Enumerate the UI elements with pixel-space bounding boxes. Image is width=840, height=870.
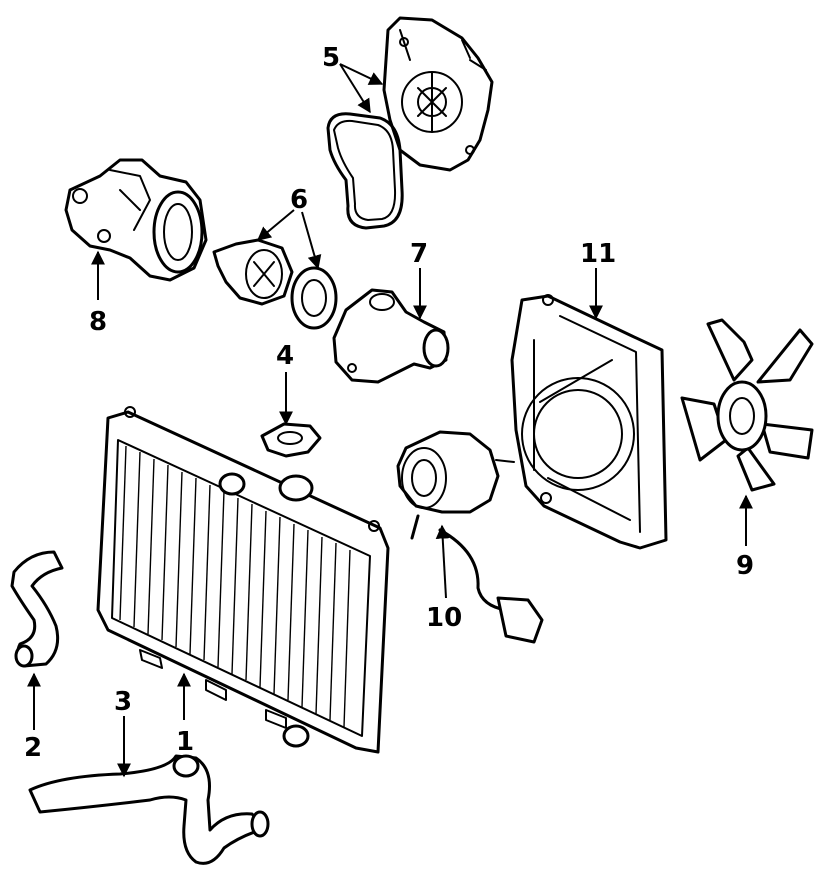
callout-8: 8	[89, 307, 107, 337]
thermostat	[212, 238, 294, 306]
callout-2: 2	[24, 733, 42, 763]
callout-3: 3	[114, 687, 132, 717]
leader-4: 4	[276, 341, 294, 426]
leader-7: 7	[410, 239, 428, 320]
leader-8: 8	[89, 250, 107, 337]
leader-6: 6	[256, 185, 322, 270]
callout-4: 4	[276, 341, 294, 371]
fan-motor	[396, 430, 544, 644]
callout-9: 9	[736, 551, 754, 581]
radiator	[96, 406, 390, 754]
leader-5: 5	[322, 43, 384, 114]
water-outlet	[332, 288, 450, 384]
leader-1: 1	[176, 672, 194, 757]
leader-11: 11	[580, 239, 616, 320]
callout-6: 6	[290, 185, 308, 215]
callout-10: 10	[426, 603, 462, 633]
lower-radiator-hose	[28, 754, 270, 865]
fan-shroud	[510, 294, 668, 550]
upper-radiator-hose	[10, 550, 64, 668]
water-pump	[382, 16, 494, 172]
water-pump-gasket	[326, 112, 404, 230]
callout-1: 1	[176, 727, 194, 757]
leader-2: 2	[24, 672, 42, 763]
callout-7: 7	[410, 239, 428, 269]
cooling-fan-blade	[680, 318, 814, 492]
callout-5: 5	[322, 43, 340, 73]
callout-11: 11	[580, 239, 616, 269]
thermostat-seal	[290, 266, 338, 330]
leader-10: 10	[426, 524, 462, 633]
leader-3: 3	[114, 687, 132, 778]
leader-9: 9	[736, 494, 754, 581]
thermostat-housing	[64, 158, 208, 282]
radiator-cap	[260, 422, 322, 458]
